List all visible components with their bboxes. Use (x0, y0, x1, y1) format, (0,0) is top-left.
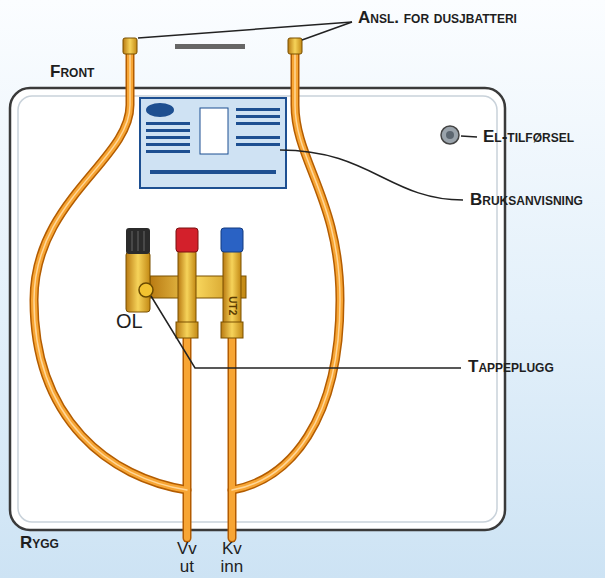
valve-marking: UT2 (226, 296, 238, 315)
part-label: Bruksanvisning (470, 190, 583, 210)
connection-label: Ansl. for dusjbatteri (358, 8, 517, 28)
leader-line (280, 150, 463, 200)
pipe-outline (34, 50, 187, 490)
leader-lines (138, 22, 477, 368)
cold-in-pipe (229, 336, 235, 538)
knob-ridge (144, 231, 145, 251)
hot-valve-body (178, 250, 196, 330)
leader-line (461, 136, 477, 137)
pipe-label: Vv ut (177, 540, 197, 576)
drain-plug (139, 283, 153, 297)
pipe-outline (183, 336, 192, 538)
leader-line (151, 296, 461, 368)
shower-fitting (123, 38, 137, 54)
pipe-outline (228, 336, 237, 538)
plate-text-bar (150, 170, 276, 174)
knob-ridge (132, 231, 133, 251)
side-label: Front (50, 62, 94, 82)
plate-text-bar (236, 122, 280, 125)
part-label: El-tilførsel (483, 127, 574, 147)
part-label: Tappeplugg (468, 357, 554, 377)
plate-text-bar (146, 143, 190, 146)
plate-text-bar (146, 136, 190, 139)
valve-label: OL (116, 310, 143, 333)
knob-ridge (138, 231, 139, 251)
cable-gland-core (446, 131, 454, 139)
shower-fitting (288, 38, 302, 54)
plate-logo (146, 103, 174, 117)
leader-line (138, 22, 352, 38)
plate-text-bar (236, 108, 280, 111)
hot-out-pipe (184, 336, 190, 538)
cold-valve-cap (221, 228, 243, 252)
plate-picture (200, 108, 228, 154)
top-rim-bar (175, 44, 245, 49)
side-label: Rygg (20, 533, 59, 553)
plate-text-bar (236, 143, 280, 146)
cold-valve-body (223, 250, 241, 330)
plate-text-bar (146, 129, 190, 132)
plate-text-bar (236, 115, 280, 118)
manual-plate (140, 98, 286, 188)
housing-inner-edge (18, 96, 497, 522)
hot-pipe (34, 50, 187, 490)
safety-valve-body (126, 252, 150, 312)
cable-gland (441, 126, 459, 144)
heater-housing (10, 88, 505, 530)
pipe-nut (176, 322, 198, 338)
pipe-highlight (34, 50, 187, 490)
plate-text-bar (236, 136, 280, 139)
plate-text-bar (146, 122, 190, 125)
safety-valve-knob (126, 228, 150, 254)
pipe-label: Kv inn (221, 540, 244, 576)
pipe-nut (221, 322, 243, 338)
pipes (34, 50, 340, 538)
hot-valve-cap (176, 228, 198, 252)
plate-text-bar (146, 150, 190, 153)
